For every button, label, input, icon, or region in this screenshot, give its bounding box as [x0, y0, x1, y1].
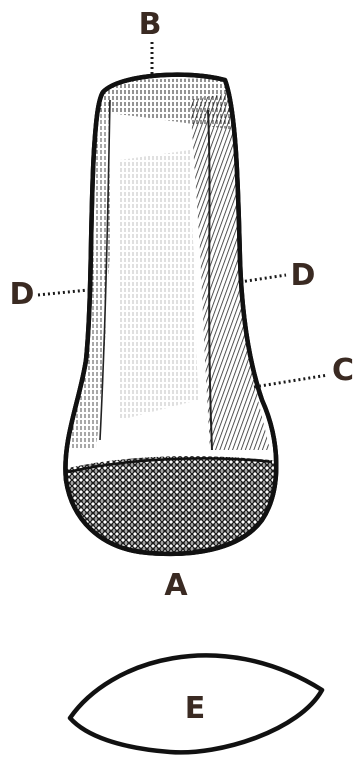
label-a: A: [164, 568, 188, 603]
label-d-left: D: [10, 277, 35, 312]
label-d-right: D: [291, 258, 316, 293]
label-c: C: [332, 353, 354, 388]
label-b: B: [139, 7, 162, 42]
leader-d-left: [38, 290, 88, 295]
label-e: E: [185, 691, 206, 726]
leader-c: [254, 375, 328, 387]
pestle-drawing: [60, 75, 290, 570]
leader-d-right: [240, 275, 286, 282]
